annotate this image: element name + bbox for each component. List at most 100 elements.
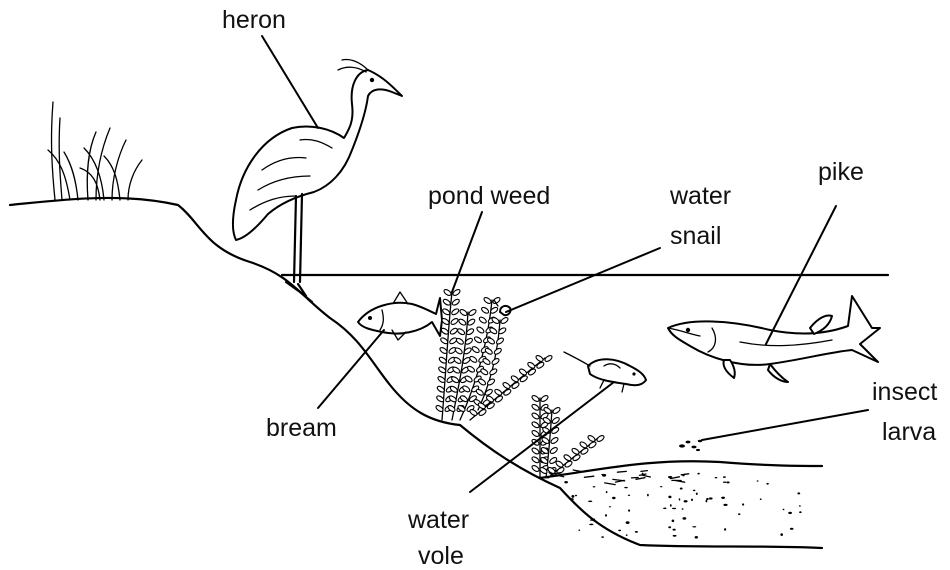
weed-leaf <box>491 357 500 365</box>
weed-leaf <box>550 436 559 444</box>
weed-leaf <box>564 460 573 468</box>
weed-leaf <box>500 316 509 324</box>
sediment-debris <box>681 474 689 475</box>
sediment-speck <box>723 504 727 506</box>
weed-leaf <box>486 378 495 386</box>
sediment-speck <box>592 518 595 521</box>
sediment-speck <box>589 524 593 526</box>
weed-leaf <box>442 308 451 316</box>
sediment-speck <box>790 528 794 530</box>
weed-leaf <box>527 361 536 369</box>
weed-leaf <box>450 317 459 325</box>
weed-leaf <box>484 388 493 396</box>
reeds-drawing <box>48 102 142 200</box>
weed-leaf <box>449 327 458 335</box>
sediment-speck <box>605 514 607 516</box>
weed-leaf <box>531 429 540 437</box>
weed-leaf <box>468 308 477 316</box>
sediment-speck <box>742 503 744 505</box>
weed-leaf <box>580 447 589 455</box>
sediment-debris <box>584 476 593 477</box>
water-vole-label-line1: water <box>407 506 469 534</box>
sediment-speck <box>695 536 698 539</box>
sediment-speck <box>721 497 725 499</box>
sediment-speck <box>680 488 683 490</box>
weed-leaf <box>518 368 527 376</box>
weed-leaf <box>527 368 536 376</box>
sediment-speck <box>609 506 611 507</box>
weed-leaf <box>478 316 487 324</box>
sediment-speck <box>738 513 740 515</box>
weed-leaf <box>473 336 482 344</box>
weed-leaf <box>493 347 502 355</box>
weed-leaf <box>510 375 519 383</box>
weed-leaf <box>451 308 460 316</box>
weed-leaf <box>535 354 544 362</box>
insect-larva-leader-line <box>702 410 868 440</box>
weed-leaf <box>466 365 475 373</box>
sediment-speck <box>683 517 687 520</box>
sediment-speck <box>668 526 671 528</box>
weed-leaf <box>454 347 463 355</box>
weed-leaf <box>452 366 461 374</box>
weed-leaf <box>491 316 500 324</box>
weed-leaf <box>495 337 504 345</box>
sediment-speck <box>799 511 802 513</box>
sediment-speck <box>673 529 676 531</box>
weed-leaf <box>451 376 460 384</box>
weed-leaf <box>502 381 511 389</box>
sediment-speck <box>797 492 800 494</box>
weed-leaf <box>449 385 458 393</box>
sediment-speck <box>624 487 628 488</box>
pike-label: pike <box>818 158 864 186</box>
sediment-speck <box>766 483 769 485</box>
sediment-speck <box>612 497 616 499</box>
sediment-speck <box>724 528 726 531</box>
sediment-speck <box>691 499 693 502</box>
sediment-debris <box>675 481 684 483</box>
weed-leaf <box>531 403 540 411</box>
sediment-speck <box>726 481 729 483</box>
heron-leader-line <box>262 36 318 128</box>
weed-leaf <box>511 381 520 389</box>
water-vole-drawing <box>564 352 646 392</box>
sediment-speck <box>618 530 621 532</box>
weed-leaf <box>469 408 478 416</box>
weed-leaf <box>531 421 540 429</box>
weed-leaf <box>519 375 528 383</box>
sediment-speck <box>601 474 603 475</box>
weed-leaf <box>531 456 540 464</box>
pike-drawing <box>668 296 880 382</box>
pond-weed-label: pond weed <box>428 182 550 210</box>
water-snail-label-line2: snail <box>670 222 721 250</box>
weed-leaf <box>471 346 480 354</box>
sediment-speck <box>682 508 684 510</box>
heron-label: heron <box>222 6 286 34</box>
bream-label: bream <box>266 414 337 442</box>
weed-leaf <box>531 394 540 402</box>
sediment-speck <box>647 494 649 497</box>
insect-larva-label-line1: insect <box>872 378 937 406</box>
weed-leaf <box>443 288 452 296</box>
sediment-debris <box>605 483 616 485</box>
sediment-speck <box>709 497 713 499</box>
weed-leaf <box>477 378 486 386</box>
sediment-speck <box>635 531 638 533</box>
pond-weed-leader-line <box>452 212 482 292</box>
bream-drawing <box>358 292 442 340</box>
sediment-speck <box>628 509 630 511</box>
sediment-speck <box>672 520 675 523</box>
pond-bank <box>10 198 822 548</box>
sediment-speck <box>593 486 596 487</box>
sediment-speck <box>783 509 785 510</box>
insect-larva-label-line2: larva <box>882 418 936 446</box>
weed-leaf <box>596 434 605 442</box>
weed-leaf <box>536 361 545 369</box>
sediment-speck <box>601 536 604 538</box>
sediment-speck <box>606 491 608 493</box>
sediment-speck <box>626 534 628 536</box>
weed-leaf <box>531 412 540 420</box>
sediment-speck <box>673 535 677 537</box>
sediment-speck <box>672 508 676 509</box>
